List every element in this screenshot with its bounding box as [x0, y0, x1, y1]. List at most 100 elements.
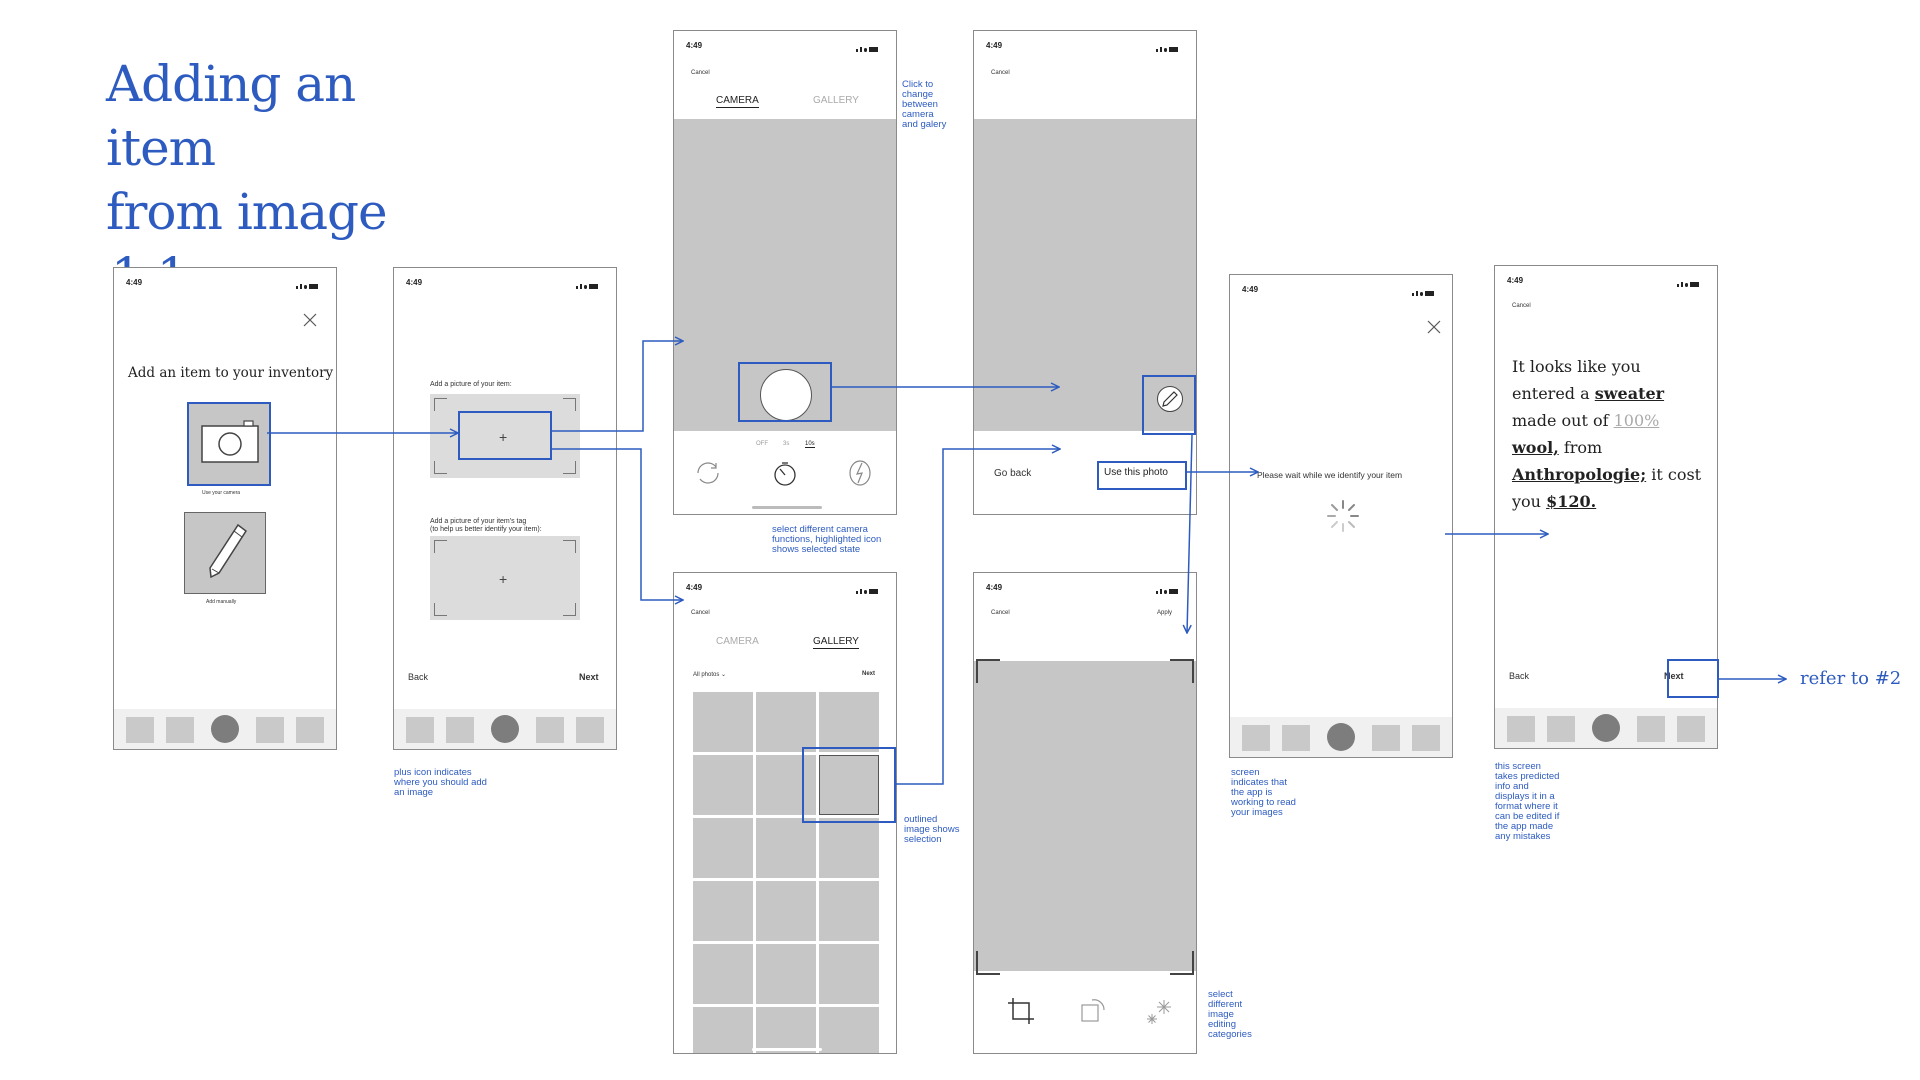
- material-field[interactable]: wool,: [1512, 438, 1559, 457]
- tab-item[interactable]: [406, 717, 434, 743]
- tab-item-center[interactable]: [1592, 714, 1620, 742]
- tab-item[interactable]: [126, 717, 154, 743]
- cancel-button[interactable]: Cancel: [991, 70, 1010, 76]
- tab-bar: [114, 709, 336, 749]
- photo-thumb[interactable]: [756, 818, 816, 878]
- tab-item[interactable]: [166, 717, 194, 743]
- tab-gallery[interactable]: GALLERY: [813, 95, 859, 106]
- timer-3s[interactable]: 3s: [783, 441, 790, 447]
- annotation-line: outlined: [904, 814, 938, 825]
- photo-thumb[interactable]: [693, 755, 753, 815]
- signal-battery-icon: [854, 43, 884, 52]
- status-bar: 4:49: [986, 41, 1184, 53]
- close-icon[interactable]: [1427, 320, 1441, 334]
- summary-text: you: [1512, 492, 1547, 511]
- tab-item[interactable]: [1412, 725, 1440, 751]
- tab-camera[interactable]: CAMERA: [716, 636, 759, 647]
- photo-thumb[interactable]: [756, 1007, 816, 1053]
- tab-item[interactable]: [536, 717, 564, 743]
- use-camera-button[interactable]: [187, 402, 271, 486]
- screen-result: 4:49 Cancel It looks like you entered a …: [1494, 265, 1718, 749]
- photo-thumb[interactable]: [819, 1007, 879, 1053]
- photo-thumb[interactable]: [756, 692, 816, 752]
- photo-thumb[interactable]: [693, 881, 753, 941]
- title-line: from image: [106, 183, 388, 241]
- photo-thumb[interactable]: [819, 881, 879, 941]
- tab-item[interactable]: [576, 717, 604, 743]
- signal-battery-icon: [854, 585, 884, 594]
- crop-handle[interactable]: [1170, 951, 1194, 975]
- tab-item[interactable]: [1242, 725, 1270, 751]
- tab-item-center[interactable]: [211, 715, 239, 743]
- status-bar: 4:49: [126, 278, 324, 290]
- tag-picture-slot[interactable]: +: [430, 536, 580, 620]
- next-button[interactable]: Next: [579, 672, 599, 682]
- photo-thumb[interactable]: [693, 944, 753, 1004]
- status-bar: 4:49: [686, 41, 884, 53]
- album-dropdown[interactable]: All photos ⌄: [693, 671, 726, 678]
- item-type-field[interactable]: sweater: [1594, 384, 1665, 403]
- flash-icon[interactable]: [846, 459, 874, 487]
- summary-line: wool, from: [1512, 434, 1701, 461]
- annotation-editing-categories: select different image editing categorie…: [1208, 990, 1252, 1040]
- tab-item[interactable]: [256, 717, 284, 743]
- material-percent-field[interactable]: 100%: [1613, 411, 1660, 430]
- tab-item-center[interactable]: [491, 715, 519, 743]
- camera-icon: [201, 420, 259, 463]
- timer-10s[interactable]: 10s: [805, 441, 815, 448]
- tab-gallery[interactable]: GALLERY: [813, 636, 859, 649]
- tab-item[interactable]: [446, 717, 474, 743]
- close-icon[interactable]: [303, 313, 317, 327]
- edit-photo-button[interactable]: [1157, 386, 1183, 412]
- back-button[interactable]: Back: [1509, 671, 1530, 681]
- cancel-button[interactable]: Cancel: [691, 610, 710, 616]
- crop-handle[interactable]: [976, 951, 1000, 975]
- timer-off[interactable]: OFF: [756, 441, 768, 447]
- adjust-sparkle-icon[interactable]: [1144, 996, 1174, 1026]
- cancel-button[interactable]: Cancel: [691, 70, 710, 76]
- status-time: 4:49: [986, 41, 1003, 50]
- tab-item[interactable]: [1372, 725, 1400, 751]
- photo-thumb[interactable]: [819, 818, 879, 878]
- next-button[interactable]: Next: [862, 671, 876, 677]
- status-time: 4:49: [1242, 285, 1259, 294]
- tab-item[interactable]: [1637, 716, 1665, 742]
- status-time: 4:49: [686, 583, 703, 592]
- photo-thumb[interactable]: [756, 881, 816, 941]
- photo-thumb[interactable]: [693, 1007, 753, 1053]
- tab-item[interactable]: [1547, 716, 1575, 742]
- tab-item[interactable]: [1507, 716, 1535, 742]
- cancel-button[interactable]: Cancel: [991, 610, 1010, 616]
- rotate-icon[interactable]: [1078, 996, 1108, 1026]
- tab-item-center[interactable]: [1327, 723, 1355, 751]
- next-button[interactable]: Next: [1664, 671, 1684, 681]
- photo-thumb[interactable]: [819, 944, 879, 1004]
- tab-item[interactable]: [1282, 725, 1310, 751]
- photo-thumb[interactable]: [693, 692, 753, 752]
- use-photo-button[interactable]: Use this photo: [1104, 467, 1168, 478]
- photo-thumb[interactable]: [756, 755, 816, 815]
- crop-icon[interactable]: [1006, 996, 1036, 1026]
- flip-camera-icon[interactable]: [694, 459, 722, 487]
- crop-handle[interactable]: [1170, 659, 1194, 683]
- go-back-button[interactable]: Go back: [994, 468, 1032, 479]
- photo-thumb[interactable]: [693, 818, 753, 878]
- annotation-outlined-selection: outlined image shows selection: [904, 815, 959, 845]
- add-manually-button[interactable]: [184, 512, 266, 594]
- timer-icon[interactable]: [771, 460, 799, 488]
- brand-field[interactable]: Anthropologie;: [1512, 465, 1647, 484]
- price-field[interactable]: $120.: [1546, 492, 1597, 511]
- photo-thumb[interactable]: [819, 692, 879, 752]
- tab-camera[interactable]: CAMERA: [716, 95, 759, 108]
- crop-handle[interactable]: [976, 659, 1000, 683]
- annotation-line: indicates that: [1231, 777, 1287, 788]
- tab-item[interactable]: [1677, 716, 1705, 742]
- annotation-line: displays it in a: [1495, 791, 1555, 802]
- tab-item[interactable]: [296, 717, 324, 743]
- back-button[interactable]: Back: [408, 672, 429, 682]
- annotation-line: screen: [1231, 767, 1260, 778]
- apply-button[interactable]: Apply: [1157, 610, 1173, 616]
- cancel-button[interactable]: Cancel: [1512, 303, 1531, 309]
- photo-thumb[interactable]: [756, 944, 816, 1004]
- photo-thumb-selected[interactable]: [819, 755, 879, 815]
